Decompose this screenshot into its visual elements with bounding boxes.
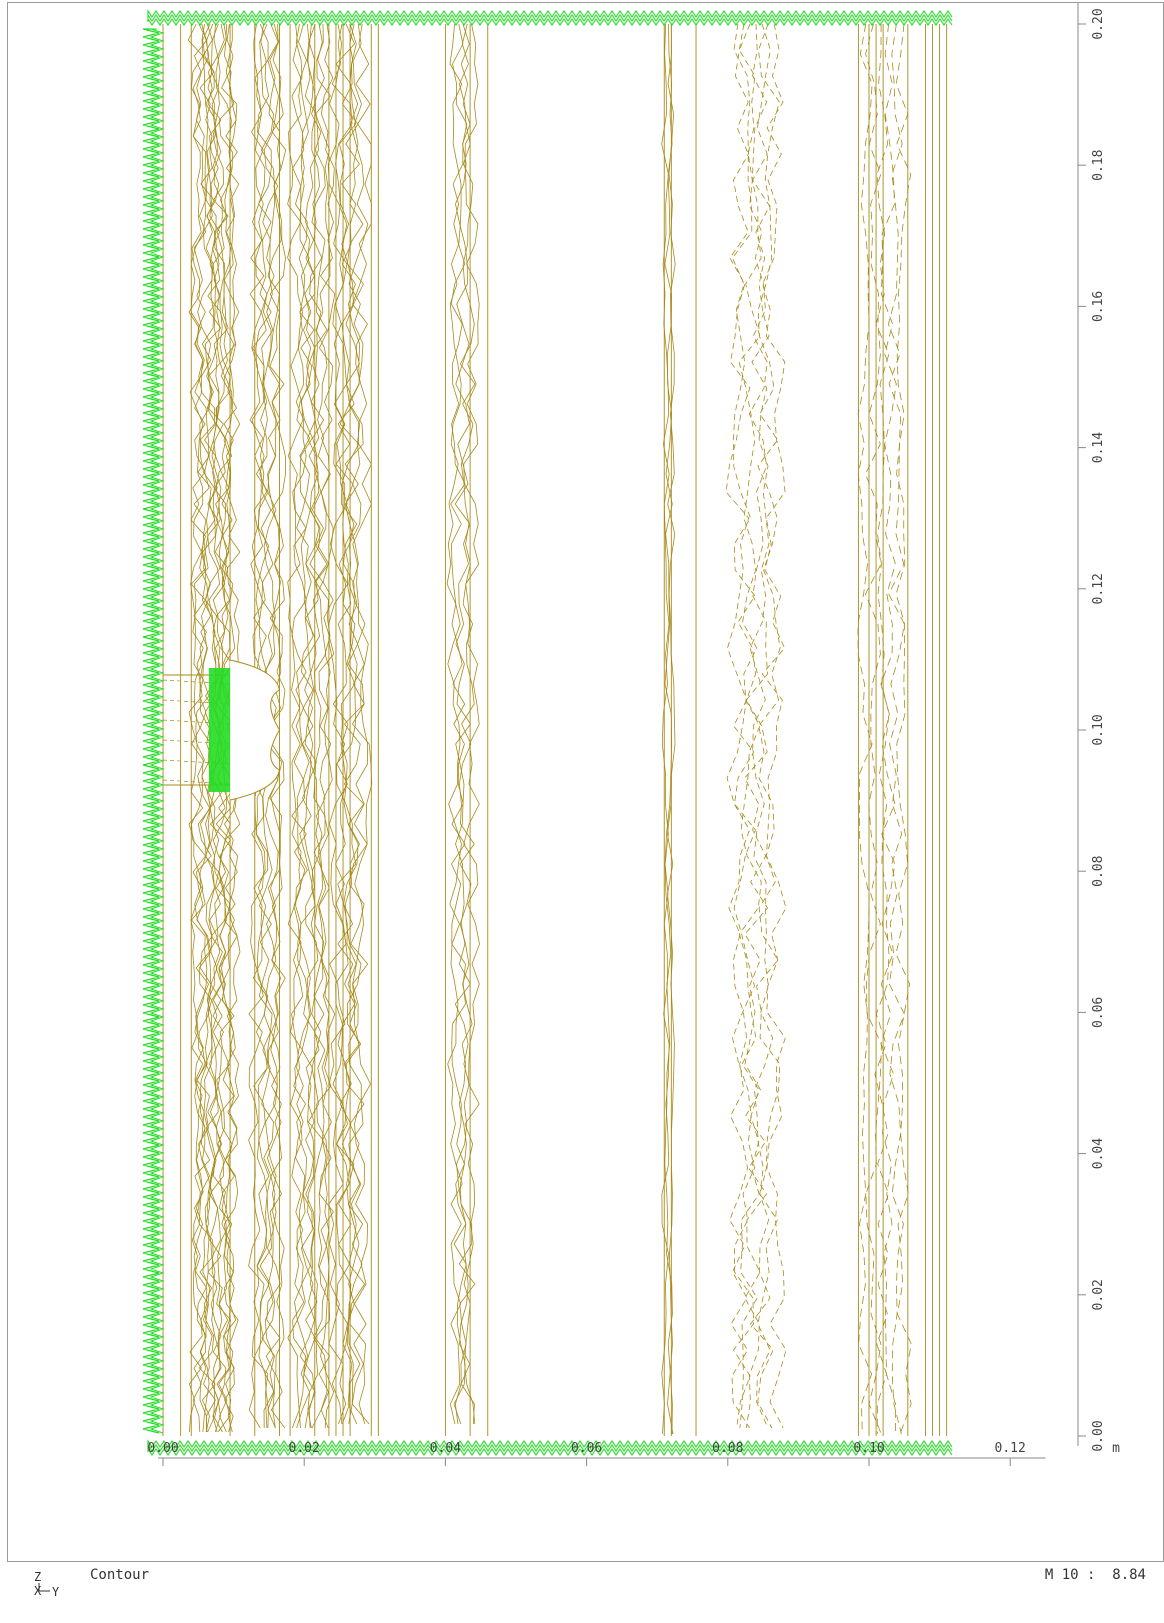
mesh-band-line <box>299 23 316 1429</box>
left-spring-support-2 <box>149 28 165 1434</box>
mesh-band-line <box>343 23 365 1425</box>
y-axis-tick-label: 0.00 <box>147 1441 178 1456</box>
triad-x-label: X <box>34 1584 42 1598</box>
mesh-band-line <box>880 23 897 1435</box>
y-axis-unit-label: m <box>1112 1441 1120 1456</box>
mesh-contour-layer <box>162 23 948 1436</box>
coordinate-triad: Z X Y <box>30 1570 90 1620</box>
z-axis-tick-label: 0.02 <box>1091 1279 1106 1310</box>
mesh-band-line <box>335 23 357 1425</box>
mesh-band-line <box>666 23 676 1435</box>
scale-label: M 10 : 8.84 <box>1044 1567 1146 1583</box>
mesh-band-line <box>303 23 320 1429</box>
mesh-band-line <box>756 23 781 1429</box>
opening-support-block <box>208 668 231 792</box>
bottom-spring-support <box>147 1439 953 1448</box>
mesh-band-line <box>348 23 369 1425</box>
y-axis-tick-label: 0.02 <box>289 1441 320 1456</box>
mesh-band-line <box>454 23 471 1425</box>
triad-arrows-icon <box>38 1583 50 1592</box>
mesh-band-line <box>314 23 332 1429</box>
mesh-band-line <box>287 23 304 1429</box>
view-mode-label: Contour <box>90 1567 150 1583</box>
opening-arc <box>229 659 281 801</box>
top-spring-support <box>147 13 953 22</box>
mesh-band-line <box>331 23 353 1425</box>
mesh-band-line <box>749 23 774 1429</box>
triad-y-label: Y <box>52 1585 60 1599</box>
z-axis-tick-label: 0.14 <box>1091 432 1106 463</box>
y-axis-tick-label: 0.12 <box>995 1441 1026 1456</box>
mesh-band-line <box>874 23 890 1435</box>
y-axis-tick-label: 0.04 <box>430 1441 461 1456</box>
z-axis-tick-label: 0.06 <box>1091 997 1106 1028</box>
y-axis-tick-label: 0.06 <box>571 1441 602 1456</box>
mesh-band-line <box>327 23 349 1425</box>
mesh-band-line <box>450 23 468 1425</box>
mesh-band-line <box>738 23 762 1429</box>
mesh-band-line <box>310 23 328 1429</box>
mesh-band-line <box>446 23 463 1425</box>
z-axis-tick-label: 0.16 <box>1091 291 1106 322</box>
mesh-band-line <box>318 23 336 1429</box>
model-viewport[interactable]: 0.00 0.02 0.04 0.06 0.08 0.10 0.12 m 0.00 0.02 0.0… <box>7 2 1164 1562</box>
top-spring-support <box>147 17 953 26</box>
triad-z-label: Z <box>34 1570 42 1584</box>
top-spring-support <box>147 9 953 18</box>
mesh-band-line <box>895 23 912 1435</box>
mesh-band-line <box>887 23 905 1435</box>
mesh-band-line <box>193 23 211 1433</box>
z-axis-tick-label: 0.08 <box>1091 856 1106 887</box>
y-axis-tick-label: 0.10 <box>853 1441 884 1456</box>
bottom-spring-support <box>147 1443 953 1452</box>
mesh-band-line <box>761 23 787 1429</box>
mesh-band-line <box>725 23 751 1429</box>
mesh-drawing: 0.00 0.02 0.04 0.06 0.08 0.10 0.12 m 0.00 0.02 0.0… <box>142 3 1120 1466</box>
mesh-band-line <box>744 23 769 1429</box>
support-springs-layer <box>142 9 953 1456</box>
mesh-band-line <box>865 23 882 1435</box>
mesh-band-line <box>664 23 673 1435</box>
mesh-band-line <box>463 23 480 1425</box>
axis-layer: 0.00 0.02 0.04 0.06 0.08 0.10 0.12 m 0.00 0.02 0.0… <box>147 3 1120 1466</box>
mesh-band-line <box>458 23 476 1425</box>
z-axis-tick-label: 0.20 <box>1091 8 1106 39</box>
left-spring-support <box>142 28 160 1434</box>
z-axis-tick-label: 0.18 <box>1091 150 1106 181</box>
mesh-band-line <box>339 23 361 1425</box>
y-axis-tick-label: 0.08 <box>712 1441 743 1456</box>
z-axis-tick-label: 0.10 <box>1091 714 1106 745</box>
z-axis-tick-label: 0.04 <box>1091 1138 1106 1169</box>
mesh-band-line <box>661 23 670 1435</box>
bottom-spring-support <box>147 1447 953 1456</box>
z-axis-tick-label: 0.00 <box>1091 1420 1106 1451</box>
mesh-band-line <box>857 23 873 1435</box>
mesh-band-line <box>732 23 757 1429</box>
mesh-band-line <box>351 23 373 1425</box>
z-axis-tick-label: 0.12 <box>1091 573 1106 604</box>
